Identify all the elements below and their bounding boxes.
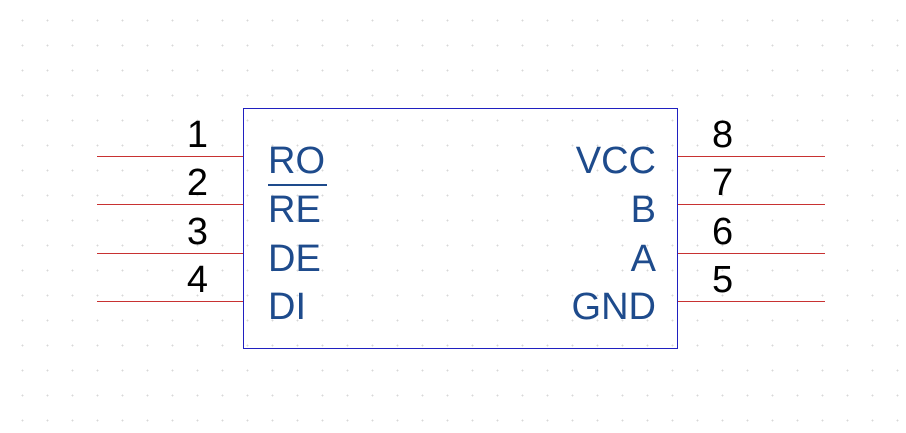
pin-label-b: B [630, 189, 656, 231]
pin-line-1 [97, 156, 243, 157]
pin-line-6 [678, 253, 825, 254]
pin-label-re: RE [268, 189, 321, 231]
pin-label-re-overbar [268, 184, 327, 186]
pin-line-4 [97, 301, 243, 302]
pin-line-2 [97, 204, 243, 205]
pin-label-a: A [630, 238, 656, 280]
pin-label-di: DI [268, 286, 306, 328]
pin-number-4: 4 [186, 259, 208, 301]
pin-label-gnd: GND [571, 286, 656, 328]
pin-line-8 [678, 156, 825, 157]
pin-label-de: DE [268, 238, 321, 280]
pin-label-ro: RO [268, 140, 325, 182]
pin-number-5: 5 [712, 259, 734, 301]
pin-number-8: 8 [712, 114, 734, 156]
pin-line-7 [678, 204, 825, 205]
pin-number-1: 1 [186, 114, 208, 156]
pin-number-3: 3 [186, 211, 208, 253]
pin-number-2: 2 [186, 162, 208, 204]
pin-label-vcc: VCC [575, 140, 656, 182]
component-body [243, 108, 678, 349]
pin-line-5 [678, 301, 825, 302]
pin-number-7: 7 [712, 162, 734, 204]
pin-number-6: 6 [712, 211, 734, 253]
pin-line-3 [97, 253, 243, 254]
